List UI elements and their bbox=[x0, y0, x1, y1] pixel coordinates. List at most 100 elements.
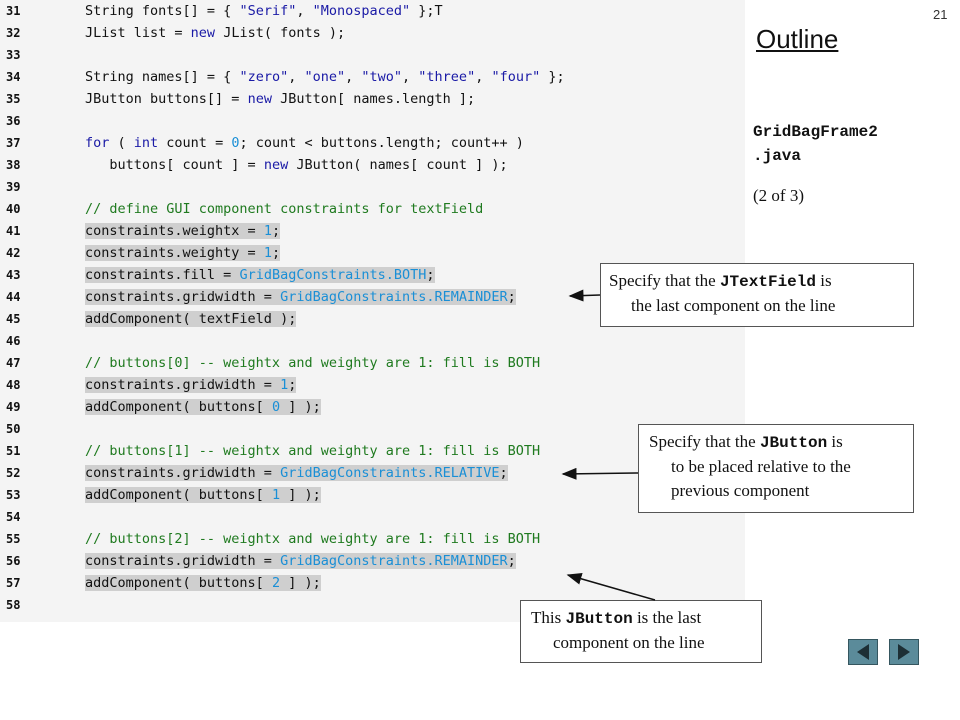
line-number: 41 bbox=[6, 224, 21, 238]
code-text: addComponent( buttons[ 0 ] ); bbox=[85, 399, 321, 415]
line-number: 33 bbox=[6, 48, 21, 62]
callout-last-button: This JButton is the last component on th… bbox=[520, 600, 762, 663]
callout-text: to be placed relative to the bbox=[671, 457, 851, 476]
line-number: 56 bbox=[6, 554, 21, 568]
code-comment: // buttons[0] -- weightx and weighty are… bbox=[85, 355, 541, 371]
code-line: 32 JList list = new JList( fonts ); bbox=[0, 22, 745, 44]
code-line: 52 constraints.gridwidth = GridBagConstra… bbox=[0, 462, 745, 484]
line-number: 38 bbox=[6, 158, 21, 172]
callout-text: the last component on the line bbox=[631, 296, 836, 315]
part-label: (2 of 3) bbox=[753, 186, 804, 205]
code-text: JButton buttons[] = new JButton[ names.l… bbox=[85, 91, 476, 107]
line-number: 35 bbox=[6, 92, 21, 106]
code-line: 55 // buttons[2] -- weightx and weighty a… bbox=[0, 528, 745, 550]
line-number: 49 bbox=[6, 400, 21, 414]
triangle-right-icon bbox=[898, 644, 910, 660]
code-text: constraints.gridwidth = GridBagConstrain… bbox=[85, 553, 516, 569]
callout-textfield: Specify that the JTextField is the last … bbox=[600, 263, 914, 327]
code-line: 51 // buttons[1] -- weightx and weighty a… bbox=[0, 440, 745, 462]
code-text: String fonts[] = { "Serif", "Monospaced"… bbox=[85, 3, 443, 19]
code-line: 45 addComponent( textField ); bbox=[0, 308, 745, 330]
code-line: 39 bbox=[0, 176, 745, 198]
line-number: 51 bbox=[6, 444, 21, 458]
code-text: addComponent( textField ); bbox=[85, 311, 297, 327]
callout-text: is the last bbox=[632, 608, 702, 627]
code-text: String names[] = { "zero", "one", "two",… bbox=[85, 69, 565, 85]
line-number: 52 bbox=[6, 466, 21, 480]
callout-text: This bbox=[531, 608, 566, 627]
prev-slide-button[interactable] bbox=[848, 639, 878, 665]
line-number: 57 bbox=[6, 576, 21, 590]
code-text: constraints.gridwidth = GridBagConstrain… bbox=[85, 465, 508, 481]
code-text: buttons[ count ] = new JButton( names[ c… bbox=[85, 157, 508, 173]
code-text: JList list = new JList( fonts ); bbox=[85, 25, 346, 41]
code-line: 58 bbox=[0, 594, 745, 616]
code-line: 49 addComponent( buttons[ 0 ] ); bbox=[0, 396, 745, 418]
code-line: 42 constraints.weighty = 1; bbox=[0, 242, 745, 264]
line-number: 43 bbox=[6, 268, 21, 282]
code-line: 56 constraints.gridwidth = GridBagConstra… bbox=[0, 550, 745, 572]
code-line: 36 bbox=[0, 110, 745, 132]
triangle-left-icon bbox=[857, 644, 869, 660]
callout-code: JButton bbox=[565, 610, 633, 628]
line-number: 40 bbox=[6, 202, 21, 216]
line-number: 34 bbox=[6, 70, 21, 84]
code-text: constraints.fill = GridBagConstraints.BO… bbox=[85, 267, 435, 283]
outline-title: Outline bbox=[756, 24, 839, 54]
callout-text: component on the line bbox=[553, 633, 705, 652]
file-name-line1: GridBagFrame2 bbox=[753, 123, 878, 141]
code-line: 47 // buttons[0] -- weightx and weighty a… bbox=[0, 352, 745, 374]
next-slide-button[interactable] bbox=[889, 639, 919, 665]
code-line: 57 addComponent( buttons[ 2 ] ); bbox=[0, 572, 745, 594]
code-line: 40 // define GUI component constraints fo… bbox=[0, 198, 745, 220]
page-number: 21 bbox=[933, 7, 948, 22]
code-line: 33 bbox=[0, 44, 745, 66]
line-number: 32 bbox=[6, 26, 21, 40]
code-line: 53 addComponent( buttons[ 1 ] ); bbox=[0, 484, 745, 506]
code-line: 38 buttons[ count ] = new JButton( names… bbox=[0, 154, 745, 176]
line-number: 44 bbox=[6, 290, 21, 304]
code-text: addComponent( buttons[ 1 ] ); bbox=[85, 487, 321, 503]
callout-text: is bbox=[827, 432, 843, 451]
line-number: 39 bbox=[6, 180, 21, 194]
line-number: 50 bbox=[6, 422, 21, 436]
callout-text: Specify that the bbox=[609, 271, 720, 290]
line-number: 46 bbox=[6, 334, 21, 348]
code-comment: // buttons[2] -- weightx and weighty are… bbox=[85, 531, 541, 547]
code-line: 54 bbox=[0, 506, 745, 528]
callout-text: Specify that the bbox=[649, 432, 760, 451]
code-line: 34 String names[] = { "zero", "one", "two… bbox=[0, 66, 745, 88]
callout-code: JButton bbox=[759, 434, 828, 452]
code-comment: // buttons[1] -- weightx and weighty are… bbox=[85, 443, 541, 459]
code-line: 50 bbox=[0, 418, 745, 440]
callout-text: is bbox=[815, 271, 832, 290]
line-number: 31 bbox=[6, 4, 21, 18]
code-text: addComponent( buttons[ 2 ] ); bbox=[85, 575, 321, 591]
line-number: 37 bbox=[6, 136, 21, 150]
code-text: constraints.gridwidth = 1; bbox=[85, 377, 297, 393]
line-number: 42 bbox=[6, 246, 21, 260]
line-number: 45 bbox=[6, 312, 21, 326]
file-name-line2: .java bbox=[753, 147, 802, 165]
code-text: constraints.gridwidth = GridBagConstrain… bbox=[85, 289, 516, 305]
code-line: 44 constraints.gridwidth = GridBagConstra… bbox=[0, 286, 745, 308]
code-text: for ( int count = 0; count < buttons.len… bbox=[85, 135, 524, 151]
code-line: 41 constraints.weightx = 1; bbox=[0, 220, 745, 242]
file-name: GridBagFrame2 .java bbox=[753, 120, 878, 168]
line-number: 55 bbox=[6, 532, 21, 546]
line-number: 53 bbox=[6, 488, 21, 502]
callout-code: JTextField bbox=[719, 273, 816, 291]
code-line: 35 JButton buttons[] = new JButton[ names… bbox=[0, 88, 745, 110]
code-line: 46 bbox=[0, 330, 745, 352]
code-line: 37 for ( int count = 0; count < buttons.l… bbox=[0, 132, 745, 154]
callout-text: previous component bbox=[671, 481, 810, 500]
line-number: 47 bbox=[6, 356, 21, 370]
code-comment: // define GUI component constraints for … bbox=[85, 201, 484, 217]
code-text: constraints.weighty = 1; bbox=[85, 245, 281, 261]
code-line: 43 constraints.fill = GridBagConstraints.… bbox=[0, 264, 745, 286]
callout-jbutton-relative: Specify that the JButton is to be placed… bbox=[638, 424, 914, 513]
code-text: constraints.weightx = 1; bbox=[85, 223, 281, 239]
line-number: 54 bbox=[6, 510, 21, 524]
line-number: 58 bbox=[6, 598, 21, 612]
